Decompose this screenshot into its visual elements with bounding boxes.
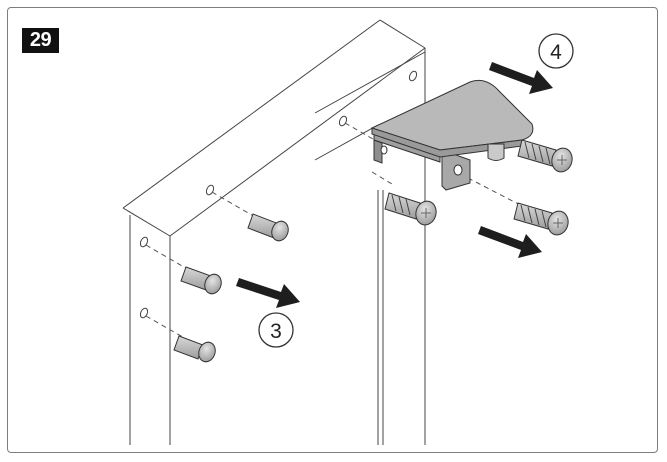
screw-center (384, 192, 437, 226)
arrow-right-upper (489, 62, 553, 94)
screw-upper-right (517, 139, 573, 173)
peg-upper (247, 213, 289, 242)
right-panel (314, 51, 426, 445)
arrow-right-lower (478, 226, 542, 258)
screws (384, 139, 573, 236)
peg-lower (173, 335, 216, 363)
panel-holes (139, 70, 418, 319)
shelf-pegs (173, 213, 289, 363)
callout-shelf-screws-label: 3 (270, 320, 282, 343)
alignment-lines (145, 122, 534, 341)
figure-frame (7, 7, 658, 453)
peg-middle (180, 266, 222, 295)
arrow-right-left (236, 278, 300, 308)
arrows (236, 62, 553, 308)
callout-shelf-screws: 3 (258, 312, 294, 348)
callout-bracket: 4 (538, 33, 574, 69)
screw-lower-right (513, 202, 569, 236)
shelf-bracket (370, 79, 534, 191)
callout-bracket-label: 4 (550, 41, 562, 64)
step-number-badge: 29 (22, 28, 59, 53)
